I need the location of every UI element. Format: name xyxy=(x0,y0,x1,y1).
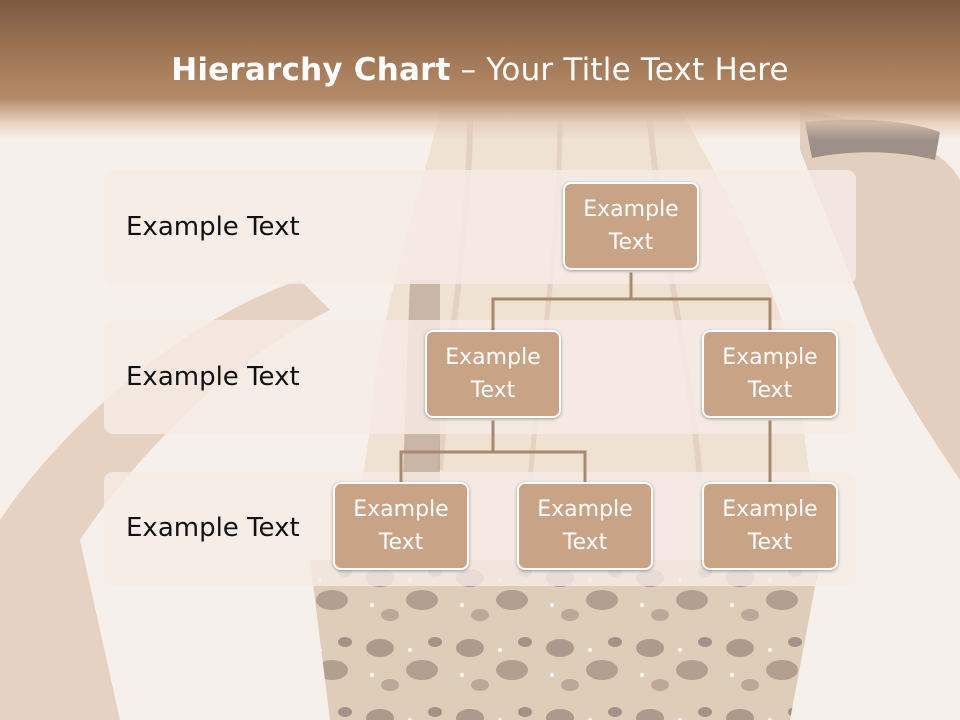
node-root[interactable]: Example Text xyxy=(563,182,699,270)
row-label-level-3[interactable]: Example Text xyxy=(126,513,300,543)
title-bold-part: Hierarchy Chart xyxy=(171,52,451,88)
node-level3-middle[interactable]: Example Text xyxy=(517,482,653,570)
node-level2-left[interactable]: Example Text xyxy=(425,330,561,418)
node-level2-right[interactable]: Example Text xyxy=(702,330,838,418)
row-band-level-1 xyxy=(104,170,856,284)
header-band xyxy=(0,0,960,140)
connector-root-to-level2 xyxy=(491,272,772,332)
connector-level2-left-to-level3 xyxy=(399,420,587,484)
slide-title: Hierarchy Chart – Your Title Text Here xyxy=(0,52,960,88)
title-rest-part: – Your Title Text Here xyxy=(450,52,789,88)
row-label-level-2[interactable]: Example Text xyxy=(126,362,300,392)
node-level3-right[interactable]: Example Text xyxy=(702,482,838,570)
row-label-level-1[interactable]: Example Text xyxy=(126,212,300,242)
node-level3-left[interactable]: Example Text xyxy=(333,482,469,570)
